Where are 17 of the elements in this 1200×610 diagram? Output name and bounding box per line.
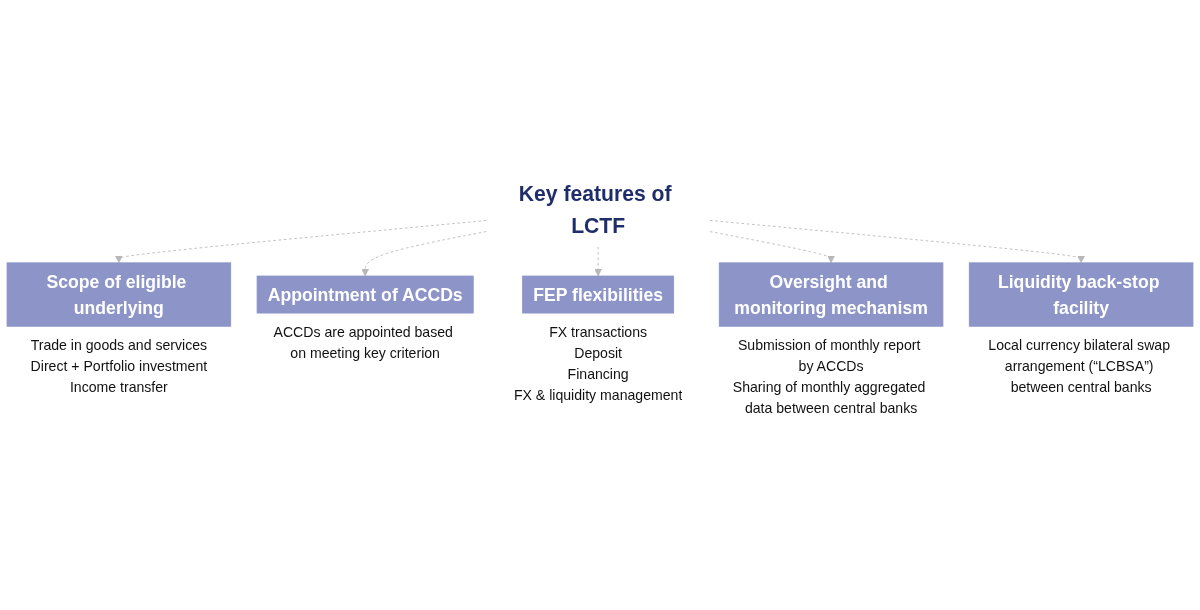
node-box: Oversight and monitoring mechanism [718,262,944,327]
node-box: Scope of eligible underlying [6,262,232,327]
node-label: ACCDs are appointed based on meeting key criterion [273,324,453,361]
node-label: FX transactions [549,324,648,340]
node-box: FEP flexibilities [522,275,675,314]
node-box: Appointment of ACCDs [256,275,474,314]
node-label: Financing [567,366,629,382]
node-label: Direct + Portfolio investment [30,358,208,374]
node-label: Local currency bilateral swap arrangement (“LCBSA”) between central banks [988,337,1170,395]
node-label: Trade in goods and services [30,337,208,353]
node-box: Liquidity back-stop facility [968,262,1194,327]
node-label: Submission of monthly report by ACCDs [737,337,921,374]
node-label: Deposit [574,345,622,361]
node-label: FX & liquidity management [513,387,683,403]
node-text: Key features of LCTF [518,181,672,238]
node-label: Sharing of monthly aggregated data between central banks [732,379,926,416]
node-label: Income transfer [69,379,168,395]
